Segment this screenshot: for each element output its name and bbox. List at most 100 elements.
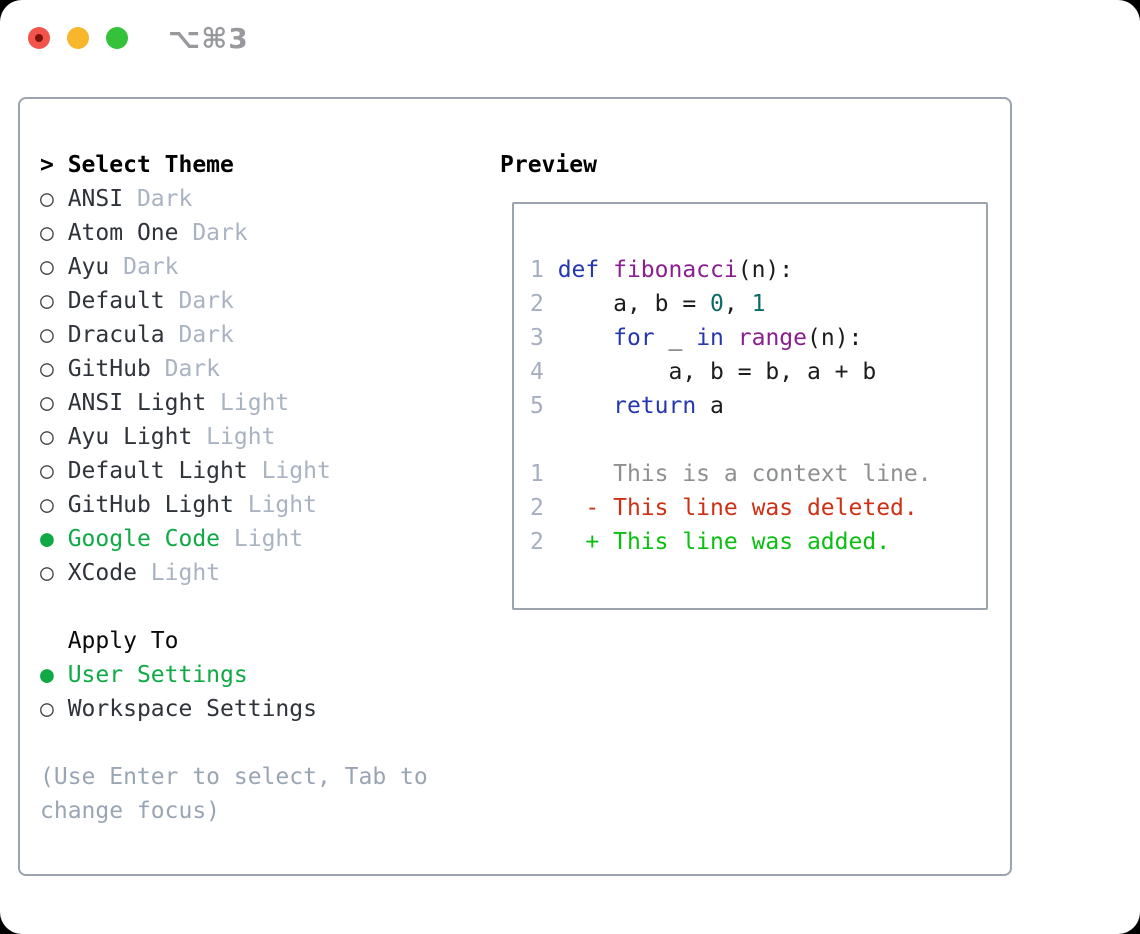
preview-header: Preview [500, 152, 597, 178]
theme-option-label: GitHub Light [67, 492, 234, 518]
preview-line-4: 5 return a [530, 389, 986, 423]
code-token-kw: def [557, 257, 614, 283]
code-token-kw: for [613, 325, 655, 351]
theme-option-label: Google Code [67, 526, 221, 552]
code-token-kw: in [696, 325, 724, 351]
apply-to-section: Apply To ● User Settings○ Workspace Sett… [40, 624, 428, 726]
apply-option-user-settings[interactable]: ● User Settings [40, 658, 428, 692]
theme-variant-badge: Dark [164, 322, 234, 348]
minimize-button[interactable] [67, 27, 89, 49]
apply-option-label: User Settings [67, 662, 248, 688]
zoom-button[interactable] [106, 27, 128, 49]
line-number: 2 [530, 291, 558, 317]
theme-option-label: Ayu [67, 254, 110, 280]
apply-option-label: Workspace Settings [67, 696, 317, 722]
theme-option-default-light-light[interactable]: ○ Default Light Light [40, 454, 428, 488]
radio-unselected-icon: ○ [40, 322, 68, 348]
preview-line-6: 1 This is a context line. [530, 457, 986, 491]
theme-option-ansi-dark[interactable]: ○ ANSI Dark [40, 182, 428, 216]
theme-option-label: Atom One [67, 220, 179, 246]
theme-option-ansi-light-light[interactable]: ○ ANSI Light Light [40, 386, 428, 420]
theme-variant-badge: Light [220, 526, 304, 552]
theme-option-dracula-dark[interactable]: ○ Dracula Dark [40, 318, 428, 352]
close-dot-icon [35, 34, 43, 42]
keyboard-hint: (Use Enter to select, Tab to change focu… [40, 760, 428, 828]
theme-option-github-light-light[interactable]: ○ GitHub Light Light [40, 488, 428, 522]
theme-selector: > Select Theme ○ ANSI Dark○ Atom One Dar… [40, 148, 428, 828]
code-token-plain: (n): [737, 257, 794, 283]
code-token-plain: a [696, 393, 724, 419]
window-title: ⌥⌘3 [168, 22, 249, 55]
theme-variant-badge: Light [136, 560, 221, 586]
apply-option-workspace-settings[interactable]: ○ Workspace Settings [40, 692, 428, 726]
radio-unselected-icon: ○ [40, 288, 68, 314]
code-token-plain [558, 325, 613, 351]
apply-to-list: ● User Settings○ Workspace Settings [40, 658, 428, 726]
theme-option-ayu-dark[interactable]: ○ Ayu Dark [40, 250, 428, 284]
theme-variant-badge: Light [192, 424, 276, 450]
close-button[interactable] [28, 27, 50, 49]
line-number: 4 [530, 359, 558, 385]
theme-variant-badge: Dark [150, 356, 221, 382]
theme-option-label: Default Light [67, 458, 248, 484]
titlebar: ⌥⌘3 [0, 0, 1140, 76]
code-token-plain [724, 325, 738, 351]
code-token-del: - This line was deleted. [557, 495, 918, 521]
theme-option-label: ANSI Light [67, 390, 207, 416]
code-token-plain: (n): [807, 325, 863, 351]
theme-option-google-code-light[interactable]: ● Google Code Light [40, 522, 428, 556]
theme-option-ayu-light-light[interactable]: ○ Ayu Light Light [40, 420, 428, 454]
code-token-plain [558, 393, 613, 419]
select-theme-header-label: Select Theme [67, 152, 234, 178]
main-panel: > Select Theme ○ ANSI Dark○ Atom One Dar… [18, 97, 1012, 876]
code-token-kw: return [613, 393, 697, 419]
line-number: 1 [530, 257, 558, 283]
theme-variant-badge: Light [247, 458, 331, 484]
preview-line-3: 4 a, b = b, a + b [530, 355, 986, 389]
code-token-ctx: This is a context line. [557, 461, 932, 487]
theme-option-label: XCode [67, 560, 137, 586]
theme-variant-badge: Light [233, 492, 317, 518]
theme-variant-badge: Dark [123, 186, 193, 212]
radio-unselected-icon: ○ [40, 560, 68, 586]
code-token-plain: a, b = b, a + b [557, 359, 877, 385]
theme-variant-badge: Dark [164, 288, 234, 314]
line-number: 2 [530, 529, 558, 555]
theme-list: ○ ANSI Dark○ Atom One Dark○ Ayu Dark○ De… [40, 182, 428, 590]
theme-variant-badge: Light [206, 390, 290, 416]
theme-option-label: GitHub [67, 356, 151, 382]
line-number: 3 [530, 325, 558, 351]
code-token-lit: 0 [710, 291, 724, 317]
focus-caret-icon: > [40, 152, 68, 178]
select-theme-header: > Select Theme [40, 148, 428, 182]
radio-unselected-icon: ○ [40, 696, 68, 722]
theme-option-label: ANSI [67, 186, 124, 212]
blank-line [530, 423, 986, 457]
radio-selected-icon: ● [40, 526, 68, 552]
line-number: 1 [530, 461, 558, 487]
preview-line-7: 2 - This line was deleted. [530, 491, 986, 525]
code-token-plain: _ [654, 325, 697, 351]
radio-unselected-icon: ○ [40, 356, 68, 382]
code-token-lit: 1 [751, 291, 766, 317]
line-number: 5 [530, 393, 558, 419]
theme-option-github-dark[interactable]: ○ GitHub Dark [40, 352, 428, 386]
preview-line-8: 2 + This line was added. [530, 525, 986, 559]
code-token-fn: fibonacci [613, 257, 738, 283]
preview-line-2: 3 for _ in range(n): [530, 321, 986, 355]
theme-variant-badge: Dark [109, 254, 179, 280]
theme-option-label: Dracula [67, 322, 165, 348]
theme-variant-badge: Dark [178, 220, 248, 246]
theme-option-atom-one-dark[interactable]: ○ Atom One Dark [40, 216, 428, 250]
hint-line-1: (Use Enter to select, Tab to [40, 764, 428, 790]
radio-unselected-icon: ○ [40, 424, 68, 450]
apply-to-header: Apply To [40, 628, 179, 654]
theme-option-label: Default [67, 288, 165, 314]
theme-option-xcode-light[interactable]: ○ XCode Light [40, 556, 428, 590]
radio-unselected-icon: ○ [40, 254, 68, 280]
preview-line-0: 1 def fibonacci(n): [530, 253, 986, 287]
theme-option-default-dark[interactable]: ○ Default Dark [40, 284, 428, 318]
